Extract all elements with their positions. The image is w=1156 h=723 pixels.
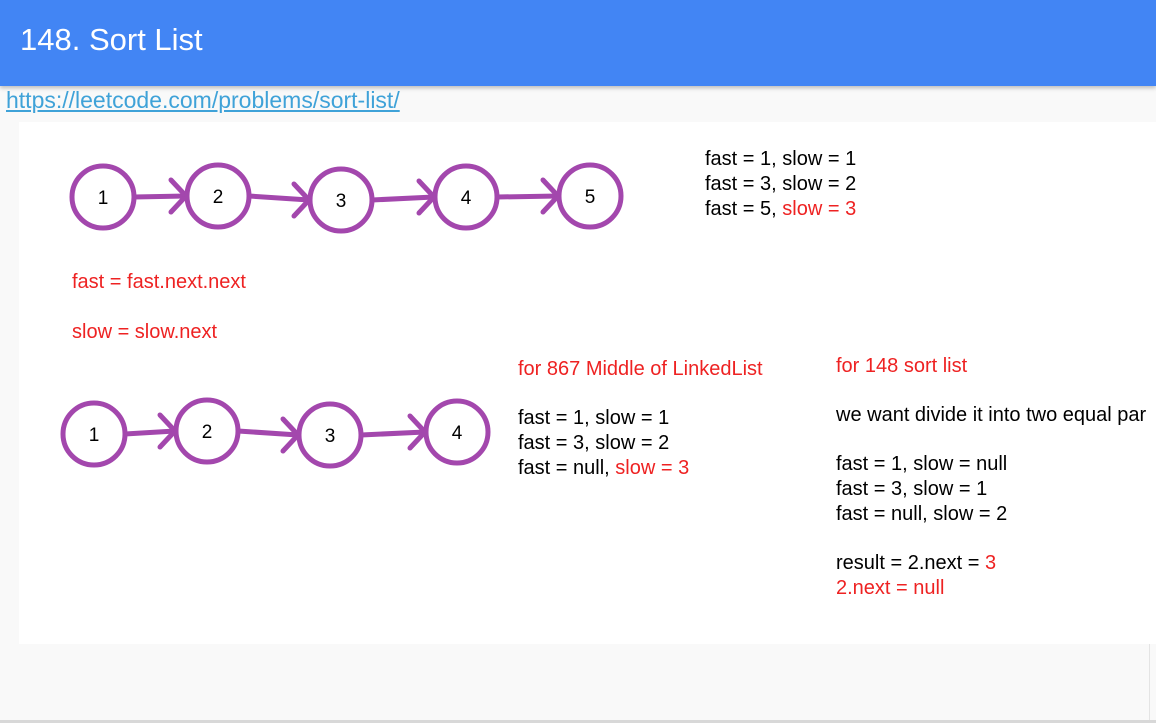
problem-link[interactable]: https://leetcode.com/problems/sort-list/: [6, 87, 400, 113]
sort-result-text: result = 2.next =: [836, 552, 985, 574]
middle-line2: fast = 3, slow = 2: [518, 432, 669, 454]
divider: [1149, 644, 1150, 720]
sort-result-line: result = 2.next = 3: [836, 552, 996, 574]
list1-node: [184, 162, 252, 230]
list2-node-label: 4: [452, 423, 463, 444]
list1-node-label: 1: [98, 188, 109, 209]
list1-node-label: 4: [461, 188, 472, 209]
sort-line2: fast = 3, slow = 1: [836, 478, 987, 500]
list1-arrow-line: [248, 193, 310, 203]
list2-arrow-line: [237, 428, 299, 438]
trace1-line2: fast = 3, slow = 2: [705, 173, 856, 195]
trace1-line1: fast = 1, slow = 1: [705, 148, 856, 170]
list1-node: [307, 166, 375, 234]
list2-node: [423, 398, 491, 466]
sort-result-value: 3: [985, 552, 996, 574]
sort-line3: fast = null, slow = 2: [836, 503, 1007, 525]
list1-node: [432, 163, 500, 231]
list2-node: [173, 397, 241, 465]
list2-node: [296, 401, 364, 469]
list1-node: [556, 162, 624, 230]
list1-arrow-line: [133, 193, 187, 200]
trace1-line3: fast = 5, slow = 3: [705, 198, 856, 220]
bottom-divider: [0, 720, 1156, 723]
page-title: 148. Sort List: [20, 22, 203, 57]
middle-line3-fast: fast = null,: [518, 457, 615, 479]
sort-description: we want divide it into two equal par: [835, 404, 1147, 426]
rule-fast: fast = fast.next.next: [72, 271, 246, 293]
list2-arrow-line: [360, 429, 426, 438]
title-bar: 148. Sort List: [0, 0, 1156, 86]
list1-arrow-line: [371, 194, 435, 203]
trace1-line3-fast: fast = 5,: [705, 198, 782, 220]
list1-node-label: 3: [336, 191, 347, 212]
list2-node-label: 1: [89, 425, 100, 446]
rule-slow: slow = slow.next: [72, 321, 218, 343]
middle-title: for 867 Middle of LinkedList: [518, 358, 763, 380]
list2-node: [60, 400, 128, 468]
linked-list-2: 1 2 3 4: [60, 397, 491, 469]
sort-split-line: 2.next = null: [836, 577, 944, 599]
list2-node-label: 2: [202, 422, 213, 443]
list1-node-label: 5: [585, 187, 596, 208]
linked-list-1: 1 2 3 4 5: [69, 162, 624, 234]
middle-line3-slow: slow = 3: [615, 457, 689, 479]
list2-arrow-line: [124, 428, 176, 437]
middle-line1: fast = 1, slow = 1: [518, 407, 669, 429]
list2-node-label: 3: [325, 426, 336, 447]
list1-node: [69, 163, 137, 231]
sort-line1: fast = 1, slow = null: [836, 453, 1007, 475]
sort-title: for 148 sort list: [836, 355, 968, 377]
middle-line3: fast = null, slow = 3: [518, 457, 689, 479]
list1-node-label: 2: [213, 187, 224, 208]
trace1-line3-slow: slow = 3: [782, 198, 856, 220]
list1-arrow-line: [496, 193, 559, 200]
